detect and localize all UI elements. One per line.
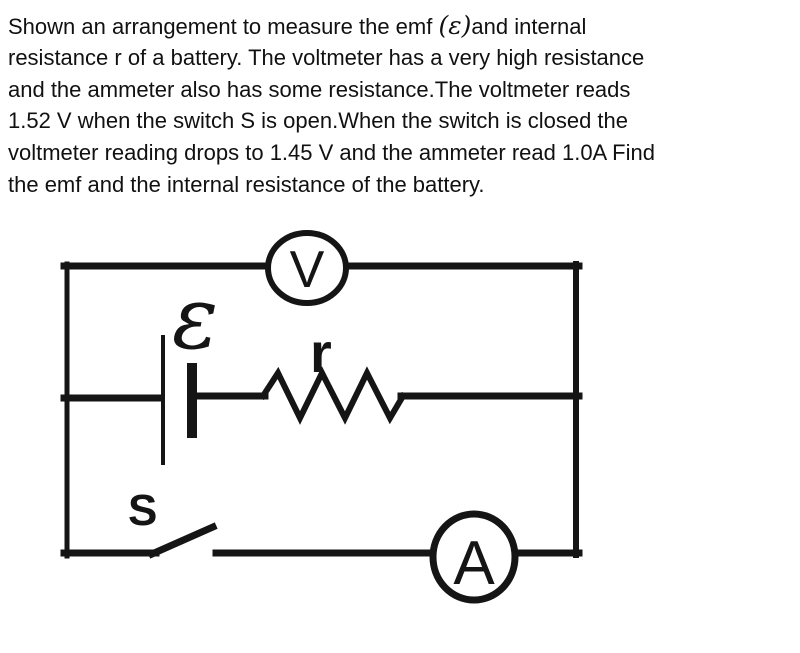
problem-line-2: resistance r of a battery. The voltmeter… xyxy=(8,44,645,70)
emf-label: ε xyxy=(172,269,218,369)
switch-label: S xyxy=(128,486,157,535)
problem-line-4: 1.52 V when the switch S is open.When th… xyxy=(8,108,628,134)
circuit-diagram: V A ε r S xyxy=(60,230,583,604)
ammeter-label: A xyxy=(453,529,495,598)
problem-line-6: the emf and the internal resistance of t… xyxy=(8,171,485,197)
problem-line-1-post: and internal xyxy=(471,14,587,39)
circuit-figure: V A ε r S xyxy=(0,210,800,653)
ammeter-circle xyxy=(429,510,519,604)
emf-math-symbol: (ε) xyxy=(438,11,472,40)
problem-line-1-pre: Shown an arrangement to measure the emf xyxy=(8,14,439,39)
problem-line-1: Shown an arrangement to measure the emf … xyxy=(8,10,655,42)
resistor-zigzag xyxy=(258,366,408,425)
voltmeter-circle xyxy=(265,230,349,306)
problem-statement: Shown an arrangement to measure the emf … xyxy=(8,10,655,201)
voltmeter-label: V xyxy=(290,241,325,299)
resistance-label: r xyxy=(310,321,332,384)
problem-line-5: voltmeter reading drops to 1.45 V and th… xyxy=(8,140,655,166)
switch-blade xyxy=(147,522,218,559)
problem-line-3: and the ammeter also has some resistance… xyxy=(8,76,631,102)
